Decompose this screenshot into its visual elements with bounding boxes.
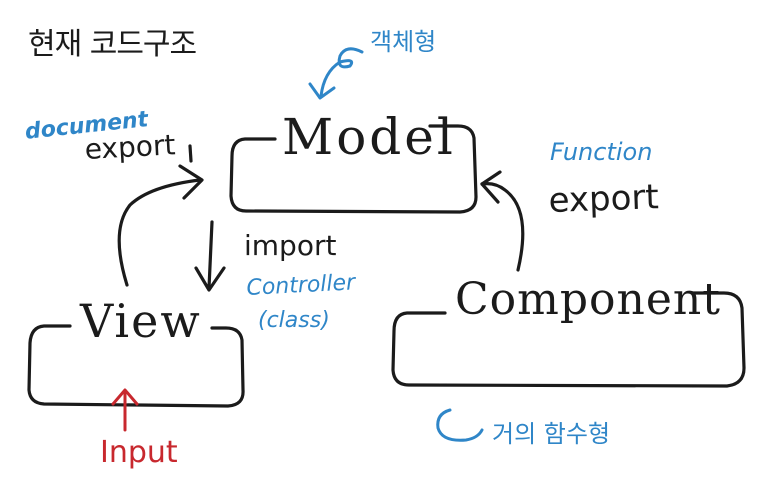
import-label: import <box>244 229 337 262</box>
input-arrowhead <box>111 388 139 406</box>
import-arrow <box>207 220 214 290</box>
component-to-model-arrowhead <box>480 170 502 204</box>
view-to-model-arrow <box>117 178 202 287</box>
model-style-note: 객체형 <box>370 28 437 56</box>
component-export-kind-note: Function <box>550 138 653 166</box>
component-label: Component <box>455 274 721 325</box>
component-to-model-arrow <box>480 182 525 272</box>
view-label: View <box>80 294 202 348</box>
controller-note: Controller <box>245 270 356 301</box>
component-box <box>391 291 746 388</box>
import-arrowhead <box>194 266 226 292</box>
model-style-arrowhead <box>308 82 336 100</box>
view-export-label: export <box>83 128 177 166</box>
component-style-note: 거의 함수형 <box>492 420 611 448</box>
model-box <box>229 124 478 214</box>
model-label: Model <box>282 108 456 166</box>
controller-class-note: (class) <box>258 308 330 333</box>
input-label: Input <box>100 435 178 470</box>
component-style-curl <box>436 408 484 442</box>
view-to-model-arrowhead <box>178 164 204 200</box>
stray-mark <box>188 144 193 163</box>
diagram-title: 현재 코드구조 <box>28 27 197 62</box>
model-style-swirl <box>319 47 364 98</box>
component-export-label: export <box>547 177 660 221</box>
